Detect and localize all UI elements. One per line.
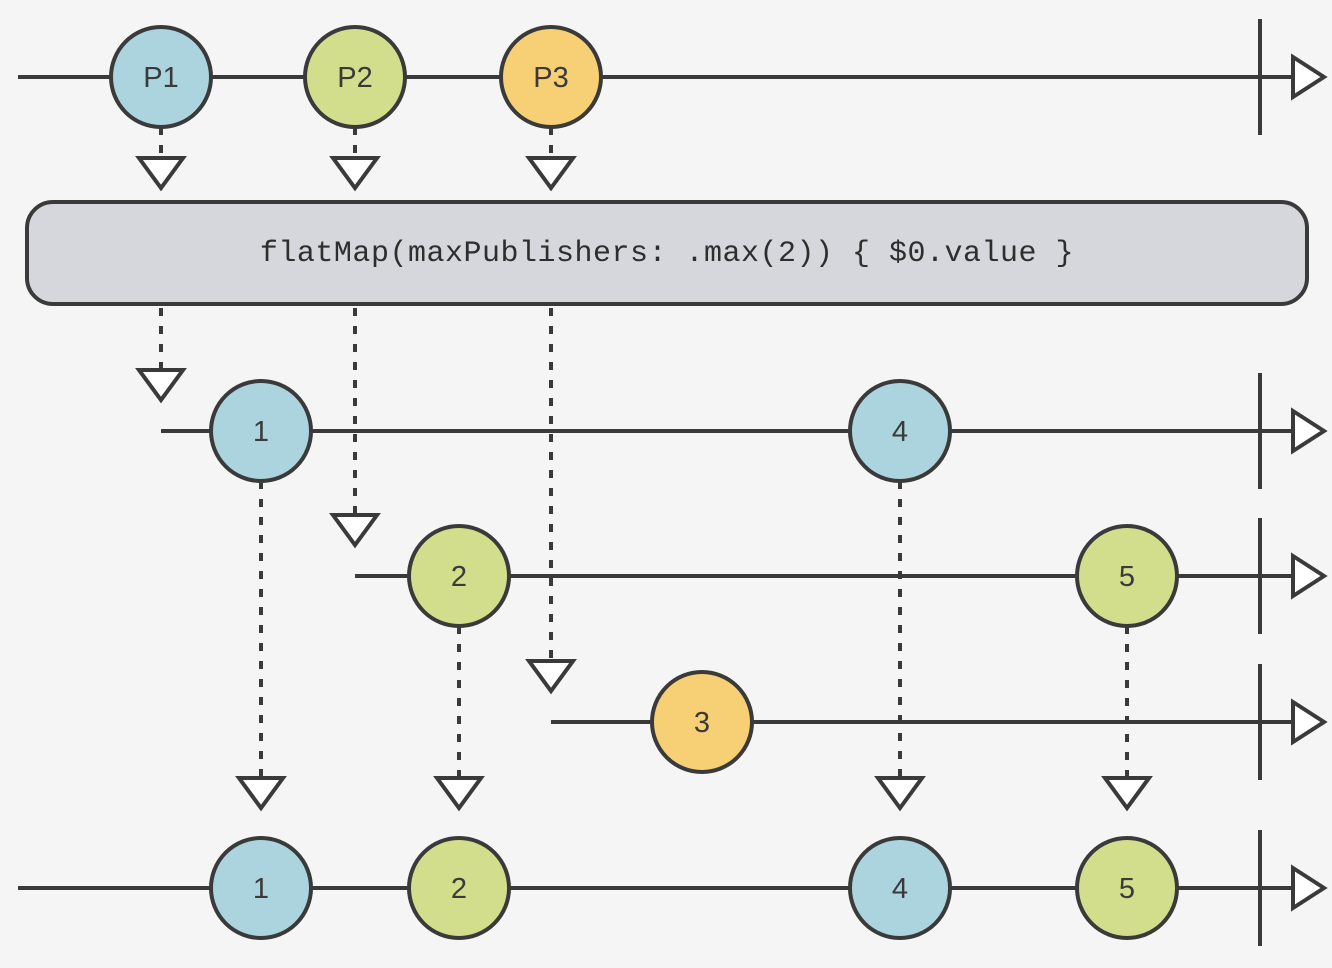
connector-p2-to-operator — [329, 127, 381, 192]
marble-input-publishers-P3[interactable]: P3 — [499, 25, 603, 129]
marble-output-2[interactable]: 2 — [407, 836, 511, 940]
marble-input-publishers-P2[interactable]: P2 — [303, 25, 407, 129]
operator-box-background — [25, 200, 1309, 306]
connector-operator-to-inner2 — [329, 308, 381, 549]
connector-layer — [135, 127, 1153, 812]
timeline-arrow-icon — [1291, 407, 1328, 455]
connector-operator-to-inner3 — [525, 308, 577, 695]
connector-inner1-value4-to-output — [874, 481, 926, 812]
marble-input-publishers-P1[interactable]: P1 — [109, 25, 213, 129]
connector-arrow-icon — [525, 156, 577, 192]
marble-inner-publisher-2-5[interactable]: 5 — [1075, 524, 1179, 628]
marble-circle — [1075, 836, 1179, 940]
marble-circle — [209, 836, 313, 940]
connector-arrow-icon — [329, 156, 381, 192]
connector-arrow-icon — [433, 776, 485, 812]
operator-box[interactable]: flatMap(maxPublishers: .max(2)) { $0.val… — [25, 200, 1309, 306]
marble-circle — [499, 25, 603, 129]
marble-output-4[interactable]: 4 — [848, 836, 952, 940]
connector-inner1-value1-to-output — [235, 481, 287, 812]
marble-inner-publisher-1-1[interactable]: 1 — [209, 379, 313, 483]
marble-output-1[interactable]: 1 — [209, 836, 313, 940]
marble-circle — [209, 379, 313, 483]
operator-box-label: flatMap(maxPublishers: .max(2)) { $0.val… — [260, 237, 1074, 271]
timeline-inner-publisher-1[interactable] — [161, 373, 1328, 489]
marble-circle — [109, 25, 213, 129]
marble-inner-publisher-1-4[interactable]: 4 — [848, 379, 952, 483]
connector-arrow-icon — [525, 659, 577, 695]
connector-inner2-value5-to-output — [1101, 626, 1153, 812]
connector-arrow-icon — [135, 368, 187, 404]
marble-inner-publisher-3-3[interactable]: 3 — [650, 670, 754, 774]
marble-output-5[interactable]: 5 — [1075, 836, 1179, 940]
marble-circle — [848, 379, 952, 483]
connector-arrow-icon — [874, 776, 926, 812]
marble-circle — [650, 670, 754, 774]
timeline-arrow-icon — [1291, 698, 1328, 746]
connector-inner2-value2-to-output — [433, 626, 485, 812]
timeline-input-publishers[interactable] — [18, 19, 1328, 135]
connector-p3-to-operator — [525, 127, 577, 192]
connector-arrow-icon — [235, 776, 287, 812]
connector-operator-to-inner1 — [135, 308, 187, 404]
connector-p1-to-operator — [135, 127, 187, 192]
marble-circle — [407, 836, 511, 940]
marble-circle — [407, 524, 511, 628]
marble-circle — [303, 25, 407, 129]
connector-arrow-icon — [329, 513, 381, 549]
marble-circle — [1075, 524, 1179, 628]
timeline-arrow-icon — [1291, 53, 1328, 101]
timeline-arrow-icon — [1291, 864, 1328, 912]
connector-arrow-icon — [135, 156, 187, 192]
connector-arrow-icon — [1101, 776, 1153, 812]
timeline-arrow-icon — [1291, 552, 1328, 600]
marble-circle — [848, 836, 952, 940]
marble-inner-publisher-2-2[interactable]: 2 — [407, 524, 511, 628]
